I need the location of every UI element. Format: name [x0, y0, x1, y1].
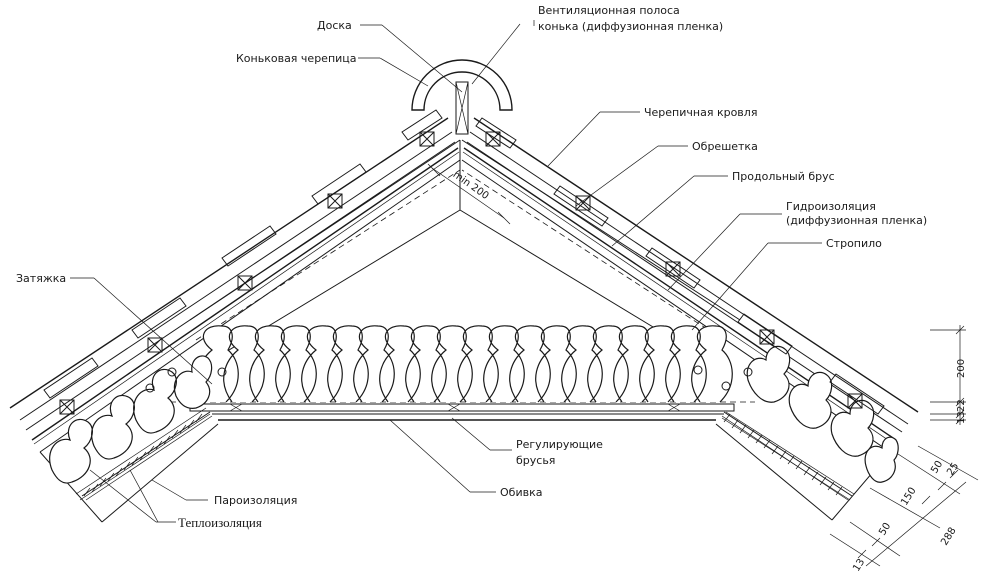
- label-rafter: Стропило: [826, 237, 882, 250]
- attic-frame: [170, 139, 755, 421]
- dim-25: 25: [945, 461, 961, 478]
- left-tile-inner-line: [19, 131, 453, 421]
- label-battens: Обрешетка: [692, 140, 758, 153]
- inner-left-line: [189, 139, 461, 321]
- left-fastener-1: [145, 383, 155, 393]
- label-tie: Затяжка: [16, 272, 66, 285]
- leader-lines: [70, 20, 822, 523]
- left-wool-band: [75, 407, 211, 501]
- min200-text: min 200: [451, 169, 491, 202]
- label-waterproof-1: Гидроизоляция: [786, 200, 876, 213]
- right-fastener-3: [743, 367, 753, 377]
- left-slope-insulation: [49, 355, 227, 501]
- right-wool-hatch: [723, 413, 843, 496]
- insulation-batts-top: [197, 325, 733, 403]
- left-tiles: [43, 109, 443, 399]
- dim-13b: 13: [851, 557, 867, 574]
- right-slope-insulation: [693, 345, 899, 501]
- label-vent-strip-2: конька (диффузионная пленка): [538, 20, 723, 33]
- dim-22: 22: [956, 399, 967, 412]
- ridge-assembly: [411, 59, 513, 135]
- left-membrane-line: [31, 147, 459, 441]
- left-membrane-inner: [33, 151, 460, 445]
- label-long-beam: Продольный брус: [732, 170, 835, 183]
- inner-right-line: [461, 139, 741, 321]
- label-doska: Доска: [317, 19, 352, 32]
- dim-200: 200: [956, 359, 967, 378]
- adjusting-battens: [189, 403, 735, 412]
- right-rafter-bottom: [715, 423, 833, 521]
- right-tiles: [475, 117, 885, 415]
- dashed-left: [195, 169, 461, 341]
- label-insulation: Теплоизоляция: [178, 515, 262, 530]
- right-battens: [485, 131, 863, 409]
- label-waterproof-2: (диффузионная пленка): [786, 214, 927, 227]
- ridge-board: [455, 81, 469, 135]
- right-tile-outer-line: [473, 117, 919, 413]
- left-vapor-line2: [85, 415, 213, 501]
- label-lining: Обивка: [500, 486, 542, 499]
- dim-50b: 50: [877, 521, 893, 538]
- label-tile-roof: Черепичная кровля: [644, 106, 757, 119]
- ceiling-insulation-row: [197, 325, 733, 403]
- dim-13: 13: [956, 411, 967, 424]
- ridge-board-cross: [455, 81, 469, 135]
- left-batts: [49, 355, 213, 484]
- label-vent-strip-1: Вентиляционная полоса: [538, 4, 680, 17]
- left-rafter-top: [39, 159, 461, 453]
- left-wool-hatch: [83, 413, 203, 497]
- right-fastener-1: [693, 365, 703, 375]
- left-fastener-3: [217, 367, 227, 377]
- dim-50a: 50: [929, 459, 945, 476]
- ridge-tile-shape: [411, 59, 513, 111]
- left-tile-outer-line: [9, 117, 449, 409]
- left-fastener-2: [167, 367, 177, 377]
- right-fastener-2: [721, 381, 731, 391]
- label-adjust-1: Регулирующие: [516, 438, 603, 451]
- left-rafter-bottom: [101, 423, 219, 523]
- right-batts: [746, 345, 899, 483]
- label-adjust-2: брусья: [516, 454, 555, 467]
- label-vapor: Пароизоляция: [214, 494, 297, 507]
- label-ridge-tile: Коньковая черепица: [236, 52, 357, 65]
- adjust-batten-crosses: [229, 403, 681, 412]
- dashed-right: [461, 169, 725, 341]
- right-wool-band: [721, 411, 855, 501]
- dim-150: 150: [899, 486, 918, 508]
- dim-288: 288: [939, 526, 958, 548]
